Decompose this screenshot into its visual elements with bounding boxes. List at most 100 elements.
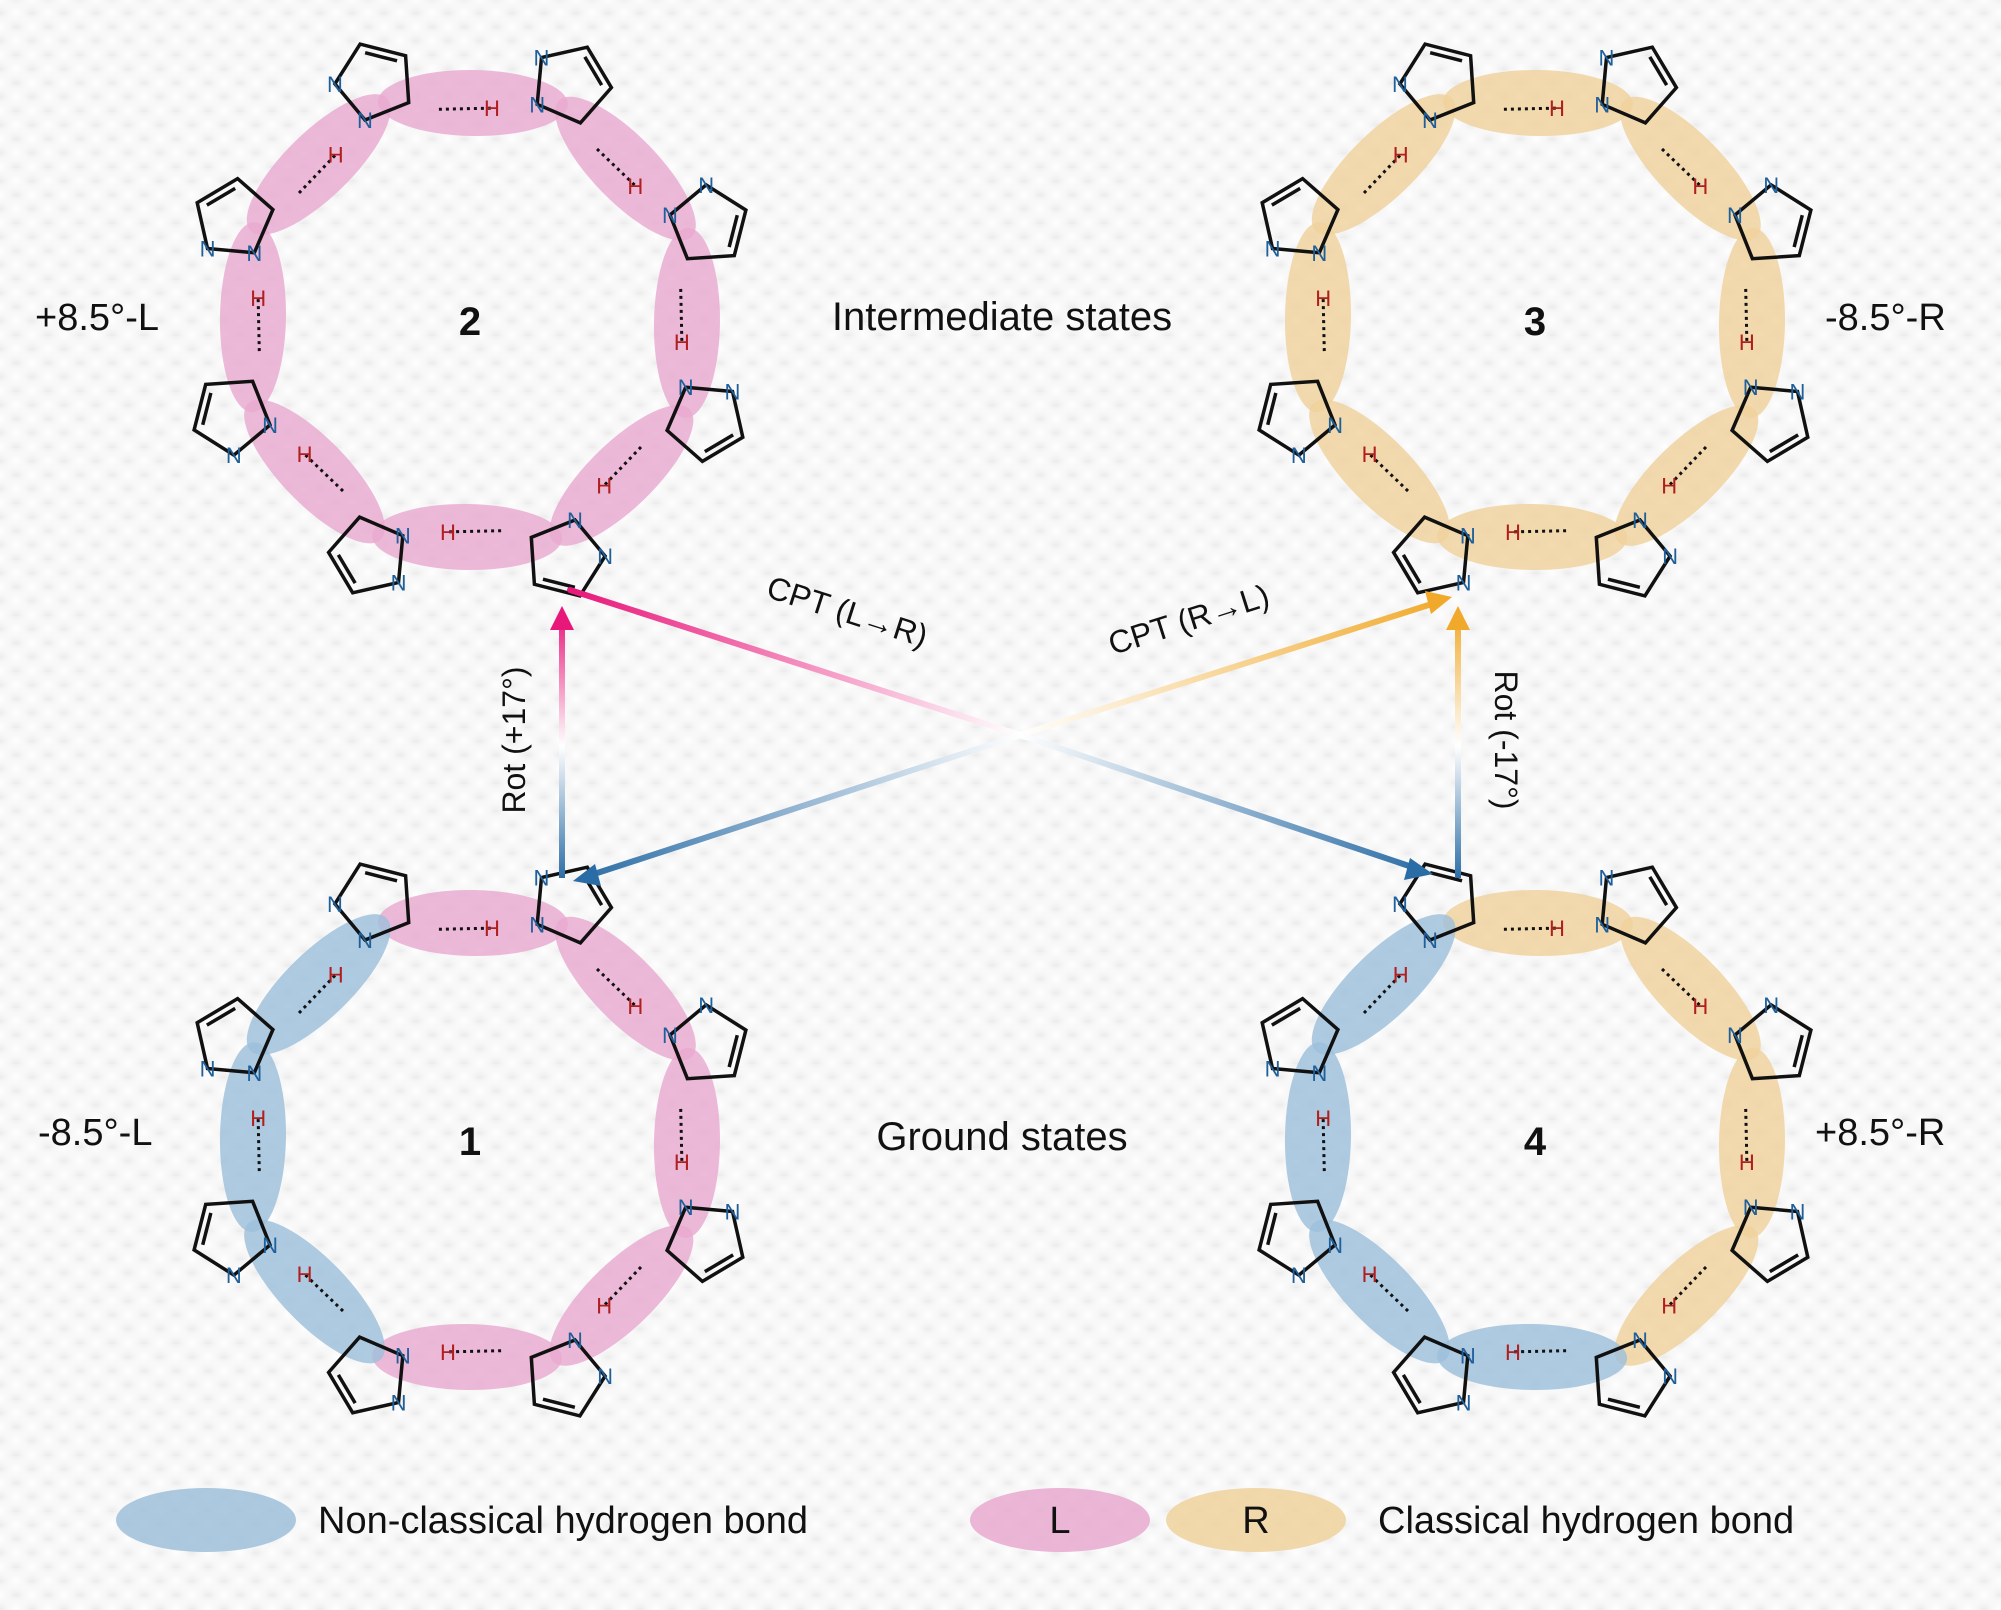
imidazole-ring [1397,42,1476,123]
hbond-dotted-line [1512,529,1567,534]
nitrogen-atom: N [395,524,411,549]
nitrogen-atom: N [1311,241,1327,266]
imidazole-ring [1729,385,1810,464]
nitrogen-atom: N [1392,892,1408,917]
nitrogen-atom: N [1743,375,1759,400]
legend-L-swatch [970,1488,1150,1552]
hbond-dotted-line [1321,1117,1326,1172]
hydrogen-atom: H [1739,1150,1755,1175]
hbond-classical-L [555,96,696,241]
legend: Non-classical hydrogen bond L R Classica… [116,1488,1794,1552]
nitrogen-atom: N [262,1233,278,1258]
nitrogen-atom: N [357,108,373,133]
hydrogen-atom: H [1393,143,1409,168]
structure-2-number: 2 [459,300,481,344]
hbond-dotted-line [438,926,493,931]
hbond-classical-R [1311,94,1456,235]
hbond-classical-L [549,1225,694,1366]
imidazole-ring [1594,1337,1673,1418]
hbond-nonclassical [1309,1219,1450,1364]
hbond-classical-R [1614,405,1759,546]
hydrogen-atom: H [1315,1106,1331,1131]
hbond-nonclassical [1437,1323,1628,1391]
nitrogen-atom: N [1392,72,1408,97]
hydrogen-atom: H [1393,963,1409,988]
hydrogen-atom: H [1505,1340,1521,1365]
hydrogen-atom: H [596,1293,612,1318]
nitrogen-atom: N [529,912,545,937]
nitrogen-atom: N [1460,1344,1476,1369]
imidazole-rings [1257,862,1813,1418]
hydrogen-atom: H [674,330,690,355]
hydrogen-atom: H [440,1340,456,1365]
nitrogen-atom: N [1291,1263,1307,1288]
nitrogen-atom: N [1460,524,1476,549]
nitrogen-atom: N [246,1061,262,1086]
hbond-highlights [1284,889,1785,1391]
hbond-nonclassical [219,1042,286,1233]
hbond-dotted-line [256,297,261,352]
nitrogen-atom: N [200,1057,216,1082]
hbond-dotted-line [297,973,337,1015]
hbond-nonclassical [244,1219,385,1364]
hydrogen-atom: H [1661,1293,1677,1318]
imidazole-ring [192,379,273,458]
hbond-nonclassical [1284,1042,1351,1233]
hbond-classical-L [653,227,720,418]
hydrogen-atom: H [484,96,500,121]
legend-nonclassical-swatch [116,1488,296,1552]
imidazole-ring [1594,517,1673,598]
hydrogen-atom: H [250,286,266,311]
hbond-dotted-line [1660,147,1702,187]
hbond-dotted-line [1362,153,1402,195]
hydrogen-atom: H [1692,174,1708,199]
hydrogen-atom: H [328,143,344,168]
hydrogen-atom: H [297,442,313,467]
imidazole-ring [1729,1205,1810,1284]
imidazole-ring [535,865,614,946]
hbond-dotted-line [1512,1349,1567,1354]
nitrogen-atom: N [597,1364,613,1389]
rot-plus-label: Rot (+17°) [496,666,532,813]
imidazole-ring [1257,379,1338,458]
legend-nonclassical-label: Non-classical hydrogen bond [318,1500,808,1542]
hbond-dotted-line [256,1117,261,1172]
imidazole-ring [667,182,748,261]
nitrogen-atom: N [1743,1195,1759,1220]
hbond-classical-L [372,503,563,571]
ground-states-label: Ground states [876,1115,1127,1159]
hbond-dotted-line [679,1108,684,1163]
nitrogen-atom: N [1727,1023,1743,1048]
angle-label-4: +8.5°-R [1815,1112,1945,1154]
hbond-classical-R [1718,227,1785,418]
hydrogen-atom: H [596,473,612,498]
nitrogen-atom: N [1311,1061,1327,1086]
arrow-to-ground-1 [573,732,1021,886]
hydrogen-atom: H [484,916,500,941]
nitrogen-atom: N [1662,1364,1678,1389]
structure-3-number: 3 [1524,300,1546,344]
hbond-dotted-line [297,153,337,195]
hbond-dotted-line [1503,926,1558,931]
nitrogen-atom: N [327,72,343,97]
nitrogen-atom: N [395,1344,411,1369]
hbond-classical-R [1437,503,1628,571]
hbond-highlights [219,69,720,571]
hbond-classical-R [1614,1225,1759,1366]
nitrogen-atom: N [327,892,343,917]
hbond-dotted-line [595,967,637,1007]
nitrogen-atom: N [1790,1199,1806,1224]
nitrogen-atom: N [391,570,407,595]
arrow-rot-plus [550,606,574,878]
hbond-highlights [1284,69,1785,571]
hbond-dotted-line [1744,1108,1749,1163]
hbond-dotted-line [1744,288,1749,343]
hydrogen-atom: H [1549,916,1565,941]
hbond-dotted-line [603,1265,643,1307]
